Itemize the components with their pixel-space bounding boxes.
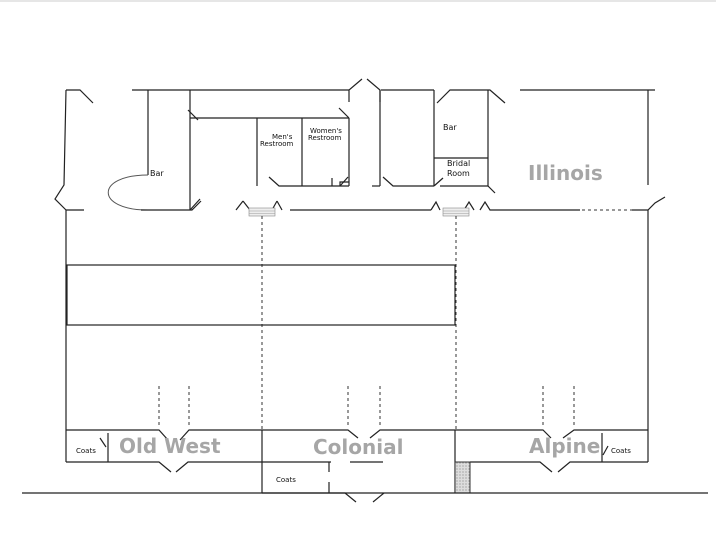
stairs-left	[248, 207, 276, 217]
column	[454, 461, 471, 494]
label-womens-1: Women's	[310, 127, 342, 135]
stairs-right	[442, 207, 470, 217]
label-bridal-2: Room	[447, 169, 470, 178]
room-alpine: Alpine	[529, 434, 600, 458]
label-mens-1: Men's	[272, 133, 293, 141]
label-coats-center: Coats	[276, 476, 296, 484]
upper-walls	[54, 78, 655, 211]
label-bridal-1: Bridal	[447, 159, 470, 168]
label-bar-left: Bar	[150, 169, 164, 178]
main-hall	[65, 196, 666, 462]
label-womens-2: Restroom	[308, 134, 342, 142]
label-bar-right: Bar	[443, 123, 457, 132]
labels: Bar Men's Restroom Women's Restroom Bar …	[76, 123, 631, 484]
label-coats-right: Coats	[611, 447, 631, 455]
long-table	[66, 264, 456, 326]
room-colonial: Colonial	[313, 435, 403, 459]
room-illinois: Illinois	[528, 161, 603, 185]
label-mens-2: Restroom	[260, 140, 294, 148]
lower-rooms	[22, 429, 708, 503]
label-coats-left: Coats	[76, 447, 96, 455]
room-old-west: Old West	[119, 434, 221, 458]
